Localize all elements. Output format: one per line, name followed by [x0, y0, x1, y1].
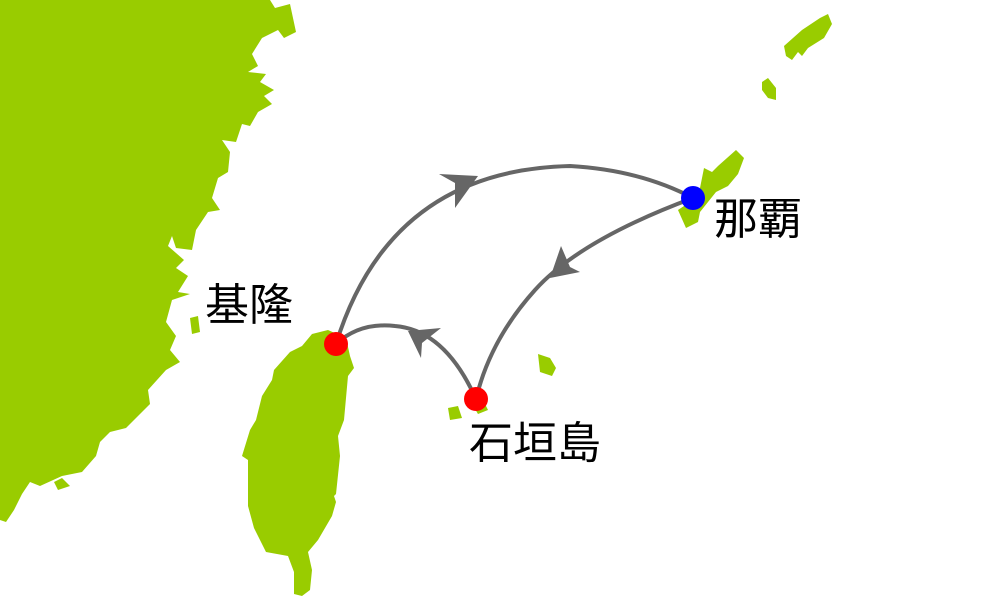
island: [538, 354, 556, 376]
arrow-icon: [550, 246, 580, 278]
island: [784, 14, 832, 60]
routes: [334, 163, 695, 401]
route-ishigaki-keelung: [334, 323, 478, 401]
arrow-icon: [439, 174, 478, 208]
port-marker-ishigaki[interactable]: [464, 387, 488, 411]
island: [448, 406, 462, 420]
taiwan: [242, 330, 354, 596]
label-ishigaki: 石垣島: [469, 418, 601, 469]
label-keelung: 基隆: [205, 280, 293, 331]
mainland-china: [0, 0, 296, 522]
arrow-icon: [408, 328, 441, 358]
port-marker-naha[interactable]: [681, 186, 705, 210]
route-naha-ishigaki: [474, 196, 695, 401]
label-naha: 那覇: [714, 194, 802, 245]
island: [762, 78, 776, 100]
island: [54, 478, 70, 490]
route-keelung-naha: [334, 163, 695, 346]
island: [190, 316, 200, 334]
port-marker-keelung[interactable]: [324, 332, 348, 356]
arrowheads: [408, 174, 580, 358]
